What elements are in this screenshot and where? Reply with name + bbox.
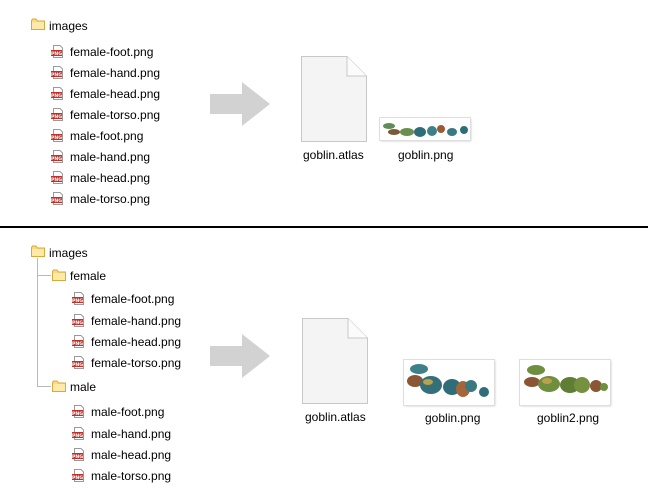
output-file-name[interactable]: goblin.png <box>398 148 454 162</box>
png-file-icon <box>51 66 64 79</box>
output-file-name[interactable]: goblin.atlas <box>305 410 366 424</box>
goblin-sprites-image <box>524 365 608 393</box>
png-file-icon <box>72 405 85 418</box>
png-file-icon <box>72 335 85 348</box>
folder-icon <box>52 269 66 281</box>
file-name[interactable]: female-torso.png <box>70 108 161 122</box>
folder-icon <box>31 18 45 30</box>
file-name[interactable]: male-foot.png <box>91 405 165 419</box>
png-file-icon <box>72 469 85 482</box>
output-file-name[interactable]: goblin.atlas <box>303 148 364 162</box>
sprite-sheet-thumbnail[interactable] <box>520 360 610 405</box>
folder-name[interactable]: images <box>49 19 88 33</box>
folder-name[interactable]: images <box>49 246 88 260</box>
png-file-icon <box>51 150 64 163</box>
subfolder-name[interactable]: female <box>70 269 107 283</box>
png-file-icon <box>72 356 85 369</box>
file-name[interactable]: male-head.png <box>70 171 151 185</box>
png-file-icon <box>72 314 85 327</box>
png-file-icon <box>72 427 85 440</box>
sprite-sheet-thumbnail[interactable] <box>404 360 494 405</box>
tree-connector <box>37 258 38 386</box>
right-arrow-icon <box>210 334 270 378</box>
section-divider <box>0 226 648 228</box>
file-name[interactable]: male-head.png <box>91 448 172 462</box>
png-file-icon <box>51 129 64 142</box>
subfolder-name[interactable]: male <box>70 380 97 394</box>
file-name[interactable]: male-foot.png <box>70 129 144 143</box>
png-file-icon <box>72 448 85 461</box>
png-file-icon <box>51 108 64 121</box>
png-file-icon <box>51 171 64 184</box>
png-file-icon <box>51 87 64 100</box>
goblin-sprites-image <box>407 364 489 397</box>
file-name[interactable]: female-foot.png <box>91 292 175 306</box>
png-file-icon <box>72 292 85 305</box>
png-file-icon <box>51 192 64 205</box>
folder-icon <box>52 380 66 392</box>
output-file-name[interactable]: goblin.png <box>425 411 481 425</box>
file-name[interactable]: female-hand.png <box>70 66 161 80</box>
sprite-sheet-thumbnail[interactable] <box>380 118 470 140</box>
file-name[interactable]: male-hand.png <box>70 150 151 164</box>
tree-connector <box>37 275 51 276</box>
goblin-sprites-image <box>383 123 468 137</box>
png-file-icon <box>51 45 64 58</box>
blank-document-icon[interactable] <box>302 318 368 404</box>
tree-connector <box>37 386 51 387</box>
file-name[interactable]: female-torso.png <box>91 356 182 370</box>
output-file-name[interactable]: goblin2.png <box>537 411 600 425</box>
file-name[interactable]: female-head.png <box>70 87 161 101</box>
file-name[interactable]: male-torso.png <box>70 192 151 206</box>
file-name[interactable]: male-torso.png <box>91 469 172 483</box>
file-name[interactable]: female-foot.png <box>70 45 154 59</box>
blank-document-icon[interactable] <box>301 56 367 142</box>
folder-icon <box>31 245 45 257</box>
file-name[interactable]: female-hand.png <box>91 314 182 328</box>
file-name[interactable]: male-hand.png <box>91 427 172 441</box>
right-arrow-icon <box>210 82 270 126</box>
file-name[interactable]: female-head.png <box>91 335 182 349</box>
